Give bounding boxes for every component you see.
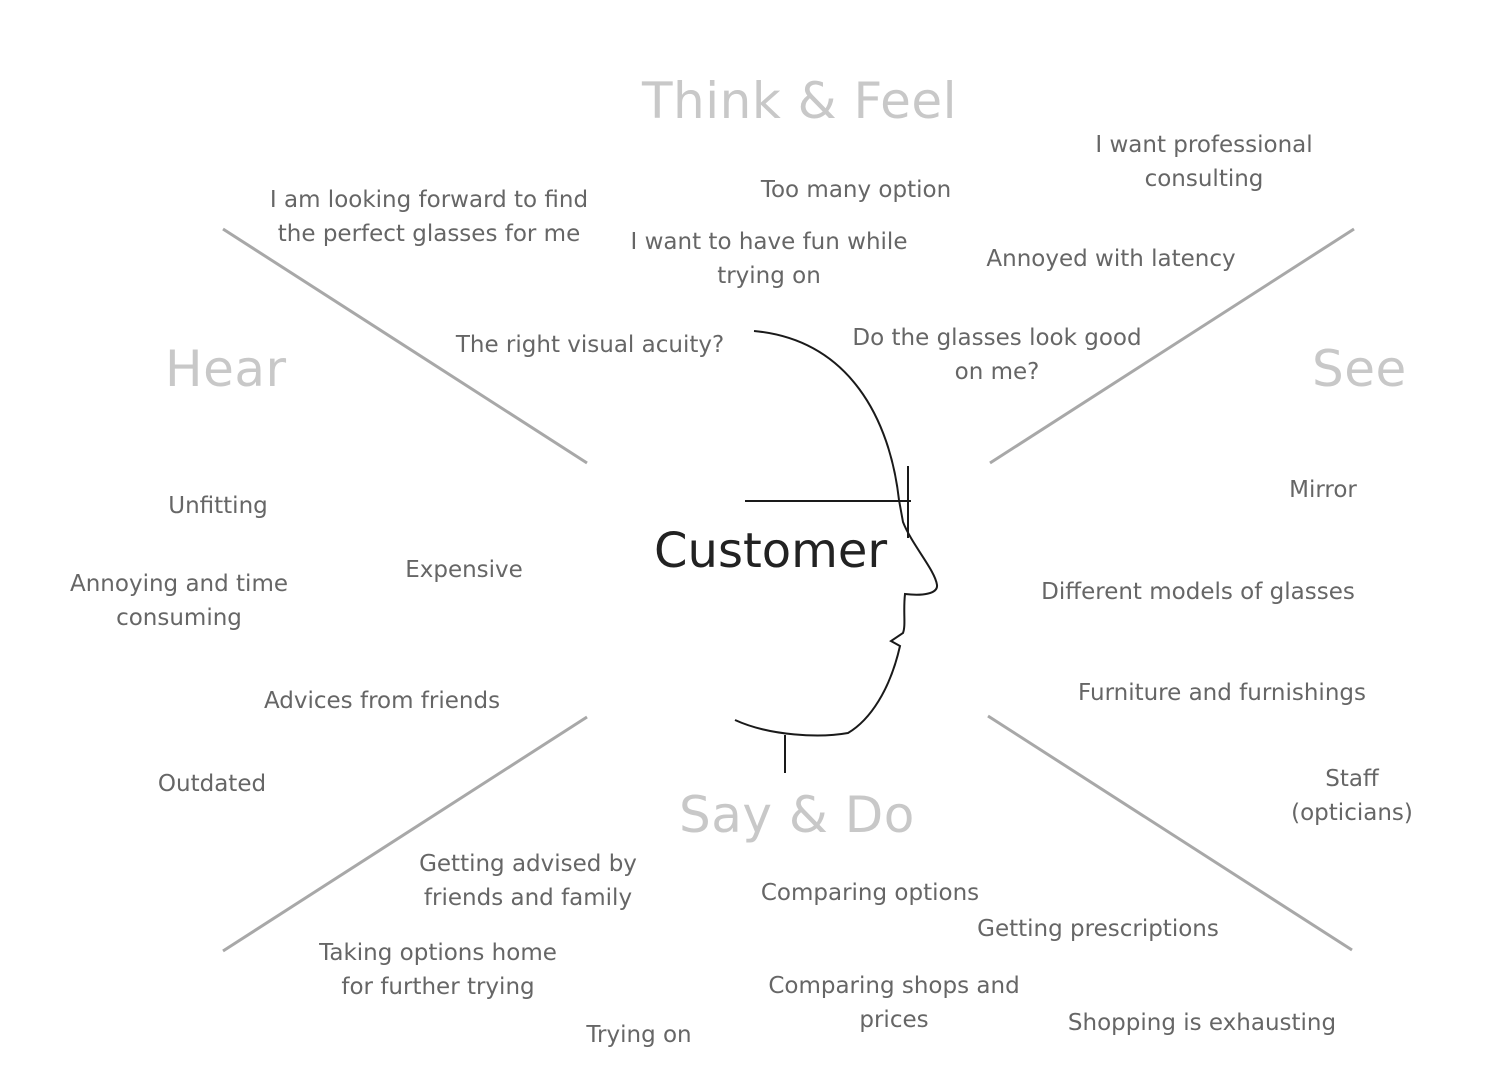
note-see: Different models of glasses [1041,579,1355,605]
note-hear: Outdated [157,771,267,797]
note-hear: Expensive [405,557,523,583]
note-think-feel: I am looking forward to find the perfect… [269,187,589,247]
note-say-do: Trying on [586,1022,692,1048]
center-label-customer: Customer [654,523,888,579]
divider-bottom-left [222,715,588,953]
quadrant-title-hear: Hear [165,340,287,398]
note-say-do: Getting prescriptions [977,916,1219,942]
note-think-feel: Too many option [760,177,952,203]
note-hear: Advices from friends [263,688,501,714]
note-say-do: Taking options home for further trying [319,940,557,1000]
note-see: Staff (opticians) [1291,766,1413,826]
note-think-feel: I want to have fun while trying on [630,229,908,289]
note-say-do: Getting advised by friends and family [419,851,637,911]
note-see: Furniture and furnishings [1078,680,1366,706]
divider-bottom-right [987,714,1353,952]
note-hear: Unfitting [168,493,268,519]
note-say-do: Comparing shops and prices [768,973,1020,1033]
quadrant-title-think-feel: Think & Feel [642,72,957,130]
note-say-do: Shopping is exhausting [1067,1010,1337,1036]
divider-top-left [222,227,588,465]
note-hear: Annoying and time consuming [70,571,288,631]
note-think-feel: Annoyed with latency [986,246,1236,272]
note-think-feel: I want professional consulting [1095,132,1313,192]
head-profile-icon [734,330,938,773]
quadrant-title-see: See [1312,340,1407,398]
note-see: Mirror [1289,477,1357,503]
note-think-feel: Do the glasses look good on me? [852,325,1142,385]
divider-top-right [989,227,1355,465]
quadrant-title-say-do: Say & Do [679,786,915,844]
note-say-do: Comparing options [760,880,980,906]
note-think-feel: The right visual acuity? [455,332,725,358]
